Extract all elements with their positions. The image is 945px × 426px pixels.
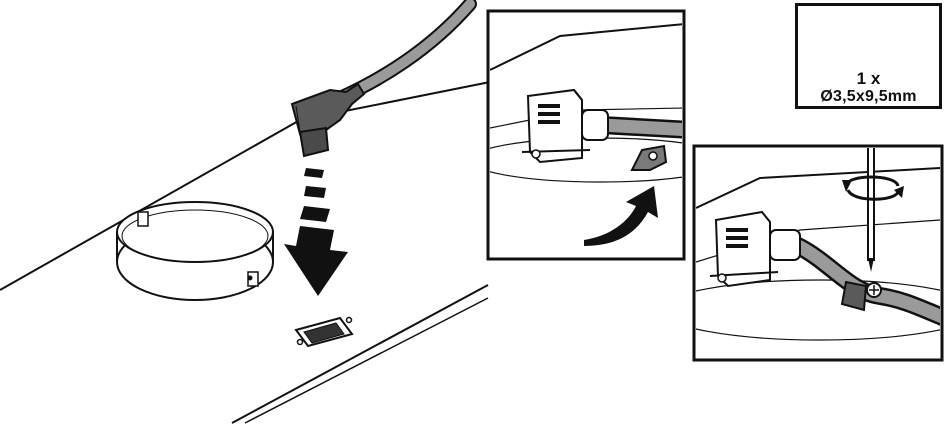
duct-collar <box>116 201 274 301</box>
rotate-arrow-icon <box>842 175 904 201</box>
screw-detail-panel <box>692 144 944 362</box>
screw-quantity: 1 x <box>856 69 881 88</box>
connector-socket <box>294 316 354 348</box>
clamp-detail-panel <box>486 9 686 261</box>
power-connector-block-fixed <box>709 210 801 288</box>
insert-arrow-icon <box>284 168 348 296</box>
screwdriver-icon <box>867 148 875 272</box>
power-connector-block <box>521 88 609 164</box>
screw-spec-box: 1 x Ø3,5x9,5mm <box>795 3 942 109</box>
cable-clamp-icon <box>630 144 668 171</box>
screw-size: Ø3,5x9,5mm <box>820 88 917 105</box>
panel-front-edge <box>231 284 489 424</box>
power-connector-icon <box>290 82 366 158</box>
main-scene <box>0 0 491 424</box>
panel-front-edge-2 <box>244 297 489 424</box>
curved-arrow-icon <box>584 186 658 246</box>
cable-clamp-fixed <box>840 280 868 312</box>
